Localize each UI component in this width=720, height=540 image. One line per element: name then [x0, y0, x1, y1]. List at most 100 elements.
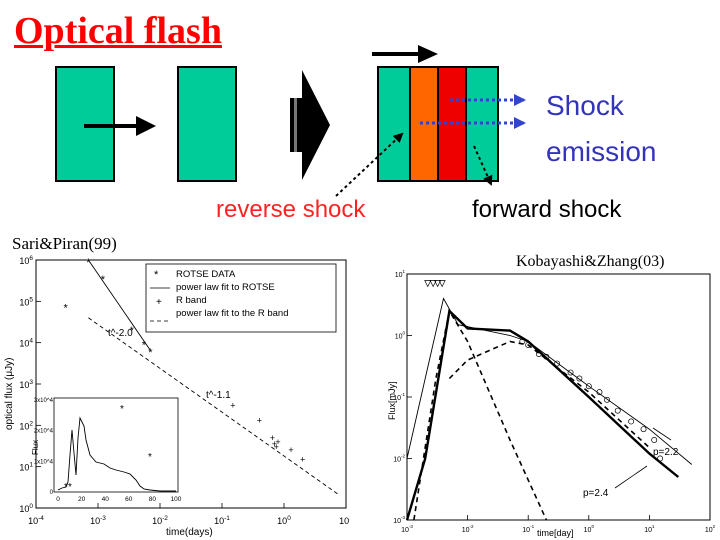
right-data-point	[628, 418, 635, 425]
left-ytick-label: 105	[19, 296, 33, 307]
left-legend-marker-rotse: *	[154, 269, 159, 281]
left-xtick-label: 10-2	[152, 515, 168, 526]
right-data-point	[554, 360, 561, 367]
inset-xtick-label: 20	[78, 496, 86, 503]
right-data-point	[651, 437, 658, 443]
right-data-point	[525, 342, 532, 348]
left-legend-box	[145, 263, 337, 333]
shell-motion-arrowhead	[136, 116, 156, 136]
inset-xtick-label: 40	[102, 496, 110, 503]
inset-ytick-label: 1x10^4	[34, 459, 54, 465]
inset-xtick-label: 100	[171, 496, 182, 503]
right-ytick-label: 100	[395, 331, 406, 341]
left-rotse-fit-line	[88, 259, 151, 351]
left-ytick-label: 104	[19, 338, 33, 349]
left-legend-marker-r: +	[156, 297, 162, 308]
left-legend-r-fit: power law fit to the R band	[176, 308, 288, 319]
inset-lightcurve	[57, 416, 176, 492]
right-xtick-label: 102	[705, 524, 715, 534]
right-curve-p22	[406, 297, 693, 465]
right-data-point	[640, 426, 647, 433]
left-rotse-point: *	[130, 325, 135, 337]
right-data-point	[543, 353, 550, 360]
right-curve-p24	[405, 308, 680, 521]
left-ytick-label: 102	[19, 420, 33, 431]
svg-text:*: *	[154, 269, 159, 281]
reverse-shock-label: reverse shock	[216, 196, 366, 223]
left-ytick-label: 103	[19, 379, 33, 390]
right-data-point	[576, 375, 583, 382]
left-xtick-label: 10-4	[28, 515, 44, 526]
left-rotse-point: *	[142, 340, 147, 352]
right-data-point	[535, 351, 542, 357]
right-data-point	[567, 369, 574, 376]
right-ytick-label: 10-3	[393, 515, 405, 525]
left-r-point: +	[270, 433, 275, 443]
left-xtick-label: 10-3	[90, 515, 106, 526]
inset-rotse-point: *	[68, 482, 72, 493]
left-ytick-label: 101	[19, 462, 33, 473]
shock-emission-label-line2: emission	[546, 136, 657, 167]
inset-ytick-label: 0	[50, 490, 54, 496]
left-legend-r: R band	[176, 295, 207, 306]
right-plot: 10-310-210-110010110210-310-210-1100101 …	[387, 270, 715, 538]
left-r-point: +	[230, 401, 235, 411]
slide-title: Optical flash	[14, 10, 222, 52]
right-xtick-label: 100	[584, 524, 595, 534]
right-pointer-p24	[614, 465, 648, 489]
right-xtick-label: 10-2	[462, 524, 474, 534]
left-legend-rotse-fit: power law fit to ROTSE	[176, 282, 275, 293]
shell-2	[177, 66, 237, 182]
right-data-point	[585, 383, 592, 390]
inset-xtick-label: 80	[149, 496, 157, 503]
right-upper-limit	[438, 280, 446, 288]
left-xtick-label: 100	[277, 515, 291, 526]
left-r-point: +	[274, 442, 279, 452]
left-xtick-label: 10-1	[214, 515, 230, 526]
inset-ytick-label: 2x10^4	[34, 429, 54, 435]
left-xlabel: time(days)	[166, 527, 213, 538]
right-data-point	[657, 455, 664, 462]
right-upper-limit	[424, 280, 432, 288]
inset-ylabel: Flux	[31, 440, 40, 455]
right-upper-limit	[434, 280, 442, 288]
right-data-point	[614, 407, 621, 414]
right-pointer-p22	[652, 427, 672, 441]
left-rotse-point: *	[148, 347, 153, 359]
left-legend-rotse: ROTSE DATA	[176, 269, 236, 280]
left-r-point: +	[257, 416, 262, 426]
right-xtick-label: 101	[644, 524, 655, 534]
left-plot: 10-410-310-210-1100101100101102103104105…	[4, 255, 350, 538]
right-curve-forward	[448, 340, 650, 449]
inset-rotse-point: *	[148, 452, 152, 463]
evolution-arrow	[290, 70, 330, 180]
left-r-point: +	[275, 437, 280, 447]
left-r-point: +	[300, 454, 305, 464]
right-ylabel: Flux[mJy]	[387, 381, 397, 420]
right-data-point	[596, 389, 603, 396]
inset-rotse-point: *	[64, 482, 68, 493]
inset-xtick-label: 60	[125, 496, 133, 503]
right-xtick-label: 10-3	[401, 524, 413, 534]
forward-shock-pointer	[473, 145, 493, 186]
right-data-point	[604, 396, 610, 403]
forward-shock-label: forward shock	[472, 196, 622, 223]
shocked-shell-left	[377, 66, 411, 182]
right-plot-frame	[406, 273, 711, 521]
shock-emission-label-line1: Shock	[546, 90, 624, 121]
inset-xtick-label: 0	[56, 496, 60, 503]
svg-text:+: +	[156, 297, 162, 308]
left-rotse-point: *	[63, 303, 68, 315]
left-ytick-label: 106	[19, 255, 33, 266]
left-r-fit-line	[88, 317, 341, 496]
inset-frame	[53, 397, 179, 493]
right-annotation-p24: p=2.4	[583, 488, 609, 499]
left-ytick-label: 100	[19, 503, 33, 514]
inset-ytick-label: 3x10^4	[34, 398, 54, 404]
top-motion-arrowhead	[418, 45, 438, 63]
right-upper-limit	[429, 280, 437, 288]
inset-rotse-point: *	[120, 404, 124, 415]
right-xlabel: time[day]	[537, 528, 574, 538]
right-ytick-label: 10-1	[393, 392, 405, 402]
